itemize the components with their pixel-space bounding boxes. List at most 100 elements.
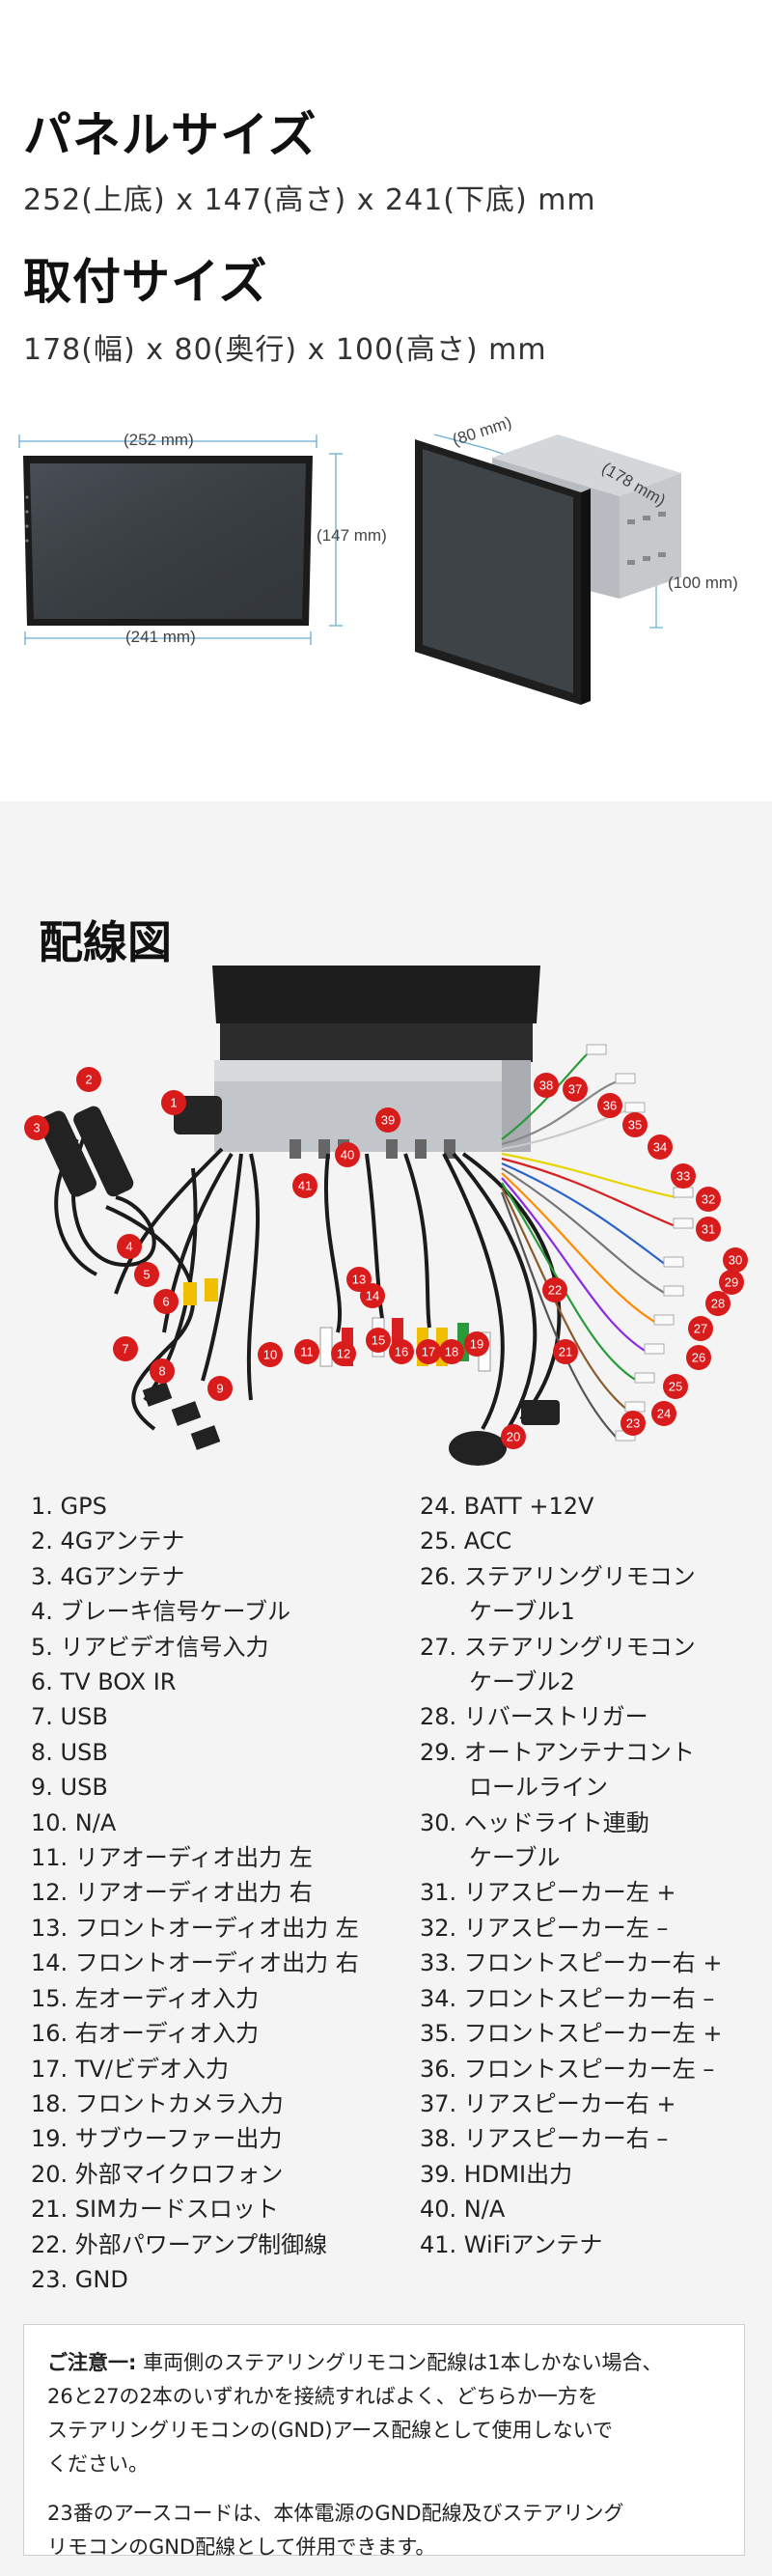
legend-item: 7. USB	[31, 1703, 108, 1731]
badge-6-label: 6	[162, 1295, 169, 1309]
badge-24-label: 24	[657, 1407, 671, 1421]
badge-26-label: 26	[692, 1351, 705, 1365]
wiring-title: 配線図	[39, 916, 172, 968]
legend-item: 41. WiFiアンテナ	[420, 2230, 603, 2258]
legend-item: ケーブル1	[469, 1598, 575, 1626]
notice-line-2: 26と27の2本のいずれかを接続すればよく、どちらか一方を	[47, 2385, 598, 2408]
legend-item: 19. サブウーファー出力	[31, 2125, 283, 2153]
badge-25-label: 25	[669, 1380, 682, 1394]
legend-item: 14. フロントオーディオ出力 右	[31, 1949, 359, 1977]
badge-30-label: 30	[729, 1253, 742, 1268]
badge-36-label: 36	[603, 1099, 617, 1113]
legend-item: 15. 左オーディオ入力	[31, 1984, 260, 2012]
panel-size-title: パネルサイズ	[23, 107, 317, 163]
badge-28-label: 28	[711, 1297, 725, 1311]
badge-3-label: 3	[33, 1121, 40, 1135]
legend-item: 5. リアビデオ信号入力	[31, 1633, 269, 1661]
legend-item: 36. フロントスピーカー左 –	[420, 2055, 715, 2083]
legend-item: 32. リアスピーカー左 –	[420, 1914, 669, 1942]
badge-18-label: 18	[445, 1345, 458, 1359]
legend-item: 6. TV BOX IR	[31, 1668, 177, 1696]
legend-item: 27. ステアリングリモコン	[420, 1633, 696, 1661]
mount-size-spec: 178(幅) x 80(奥行) x 100(高さ) mm	[23, 333, 547, 367]
legend-item: 23. GND	[31, 2265, 128, 2293]
badge-23-label: 23	[626, 1416, 640, 1431]
badge-31-label: 31	[702, 1222, 715, 1237]
legend-item: 28. リバーストリガー	[420, 1703, 648, 1731]
badge-40-label: 40	[341, 1148, 354, 1162]
legend-item: 26. ステアリングリモコン	[420, 1562, 696, 1590]
badge-22-label: 22	[548, 1283, 562, 1298]
badge-4-label: 4	[125, 1240, 132, 1254]
badge-10-label: 10	[263, 1348, 277, 1362]
legend-item: 33. フロントスピーカー右 +	[420, 1949, 723, 1977]
badge-33-label: 33	[676, 1169, 690, 1184]
badge-9-label: 9	[216, 1382, 223, 1396]
legend-item: 17. TV/ビデオ入力	[31, 2055, 229, 2083]
badge-41-label: 41	[298, 1179, 312, 1193]
mount-size-title: 取付サイズ	[23, 254, 268, 310]
legend-item: 30. ヘッドライト連動	[420, 1808, 649, 1836]
badge-1	[161, 1090, 186, 1115]
badge-29-label: 29	[725, 1275, 738, 1290]
legend-item: 20. 外部マイクロフォン	[31, 2160, 284, 2188]
badge-34-label: 34	[653, 1140, 667, 1155]
legend-item: 11. リアオーディオ出力 左	[31, 1844, 313, 1872]
panel-size-spec: 252(上底) x 147(高さ) x 241(下底) mm	[23, 183, 596, 217]
wiring-legend-right: 24. BATT +12V 25. ACC 26. ステアリングリモコンケーブル1 2…	[420, 1489, 723, 2262]
callout-badges: 1 2 3 4 5 6 7 8 9 10 11 12 13 14 15 16 1…	[24, 1067, 748, 1449]
front-width-bottom-label: (241 mm)	[125, 628, 196, 646]
legend-item: 25. ACC	[420, 1527, 512, 1555]
front-width-top-label: (252 mm)	[124, 431, 194, 449]
front-height-label: (147 mm)	[317, 526, 387, 545]
legend-item: 8. USB	[31, 1738, 108, 1766]
legend-item: 21. SIMカードスロット	[31, 2196, 279, 2224]
badge-35-label: 35	[628, 1118, 642, 1133]
legend-item: 13. フロントオーディオ出力 左	[31, 1914, 359, 1942]
badge-15-label: 15	[372, 1333, 385, 1348]
legend-item: 18. フロントカメラ入力	[31, 2089, 284, 2117]
badge-21-label: 21	[559, 1345, 572, 1359]
notice-line-4: ください。	[47, 2452, 149, 2476]
legend-item: 24. BATT +12V	[420, 1493, 594, 1520]
notice-line-3: ステアリングリモコンの(GND)アース配線として使用しないで	[47, 2419, 613, 2442]
badge-39-label: 39	[381, 1113, 395, 1128]
legend-item: 39. HDMI出力	[420, 2160, 573, 2188]
badge-27-label: 27	[694, 1322, 707, 1336]
legend-item: 2. 4Gアンテナ	[31, 1527, 185, 1555]
badge-7-label: 7	[122, 1342, 128, 1357]
notice-box: ご注意一: 車両側のステアリングリモコン配線は1本しかない場合、 26と27の2…	[23, 2324, 745, 2559]
legend-item: 16. 右オーディオ入力	[31, 2020, 260, 2048]
notice-line-5: 23番のアースコードは、本体電源のGND配線及びステアリング	[47, 2502, 624, 2525]
legend-item: 34. フロントスピーカー右 –	[420, 1984, 715, 2012]
side-height-label: (100 mm)	[668, 574, 738, 592]
badge-12-label: 12	[337, 1347, 350, 1361]
badge-16-label: 16	[395, 1345, 408, 1359]
wiring-section: 配線図	[0, 801, 772, 2576]
badge-38-label: 38	[539, 1078, 553, 1093]
side-view-diagram	[415, 434, 681, 705]
notice-label: ご注意一:	[47, 2351, 137, 2374]
badge-19-label: 19	[470, 1337, 483, 1352]
legend-item: 1. GPS	[31, 1493, 107, 1520]
dimensions-section: パネルサイズ 252(上底) x 147(高さ) x 241(下底) mm 取付…	[0, 0, 772, 801]
legend-item: 12. リアオーディオ出力 右	[31, 1879, 313, 1907]
legend-item: ケーブル2	[469, 1668, 575, 1696]
legend-item: 4. ブレーキ信号ケーブル	[31, 1598, 291, 1626]
badge-8-label: 8	[158, 1364, 165, 1379]
legend-item: 29. オートアンテナコント	[420, 1738, 695, 1766]
notice-line-6: リモコンのGND配線として併用できます。	[47, 2535, 436, 2559]
badge-13-label: 13	[352, 1273, 366, 1287]
front-view-diagram	[18, 434, 343, 645]
legend-item: 31. リアスピーカー左 +	[420, 1879, 676, 1907]
legend-item: 38. リアスピーカー右 –	[420, 2125, 669, 2153]
badge-37-label: 37	[568, 1082, 582, 1097]
legend-item: 9. USB	[31, 1774, 108, 1802]
badge-1-label: 1	[170, 1096, 177, 1110]
legend-item: 40. N/A	[420, 2196, 506, 2224]
badge-17-label: 17	[422, 1345, 435, 1359]
badge-14-label: 14	[366, 1289, 379, 1303]
badge-11-label: 11	[300, 1345, 314, 1359]
legend-item: ケーブル	[469, 1844, 561, 1872]
